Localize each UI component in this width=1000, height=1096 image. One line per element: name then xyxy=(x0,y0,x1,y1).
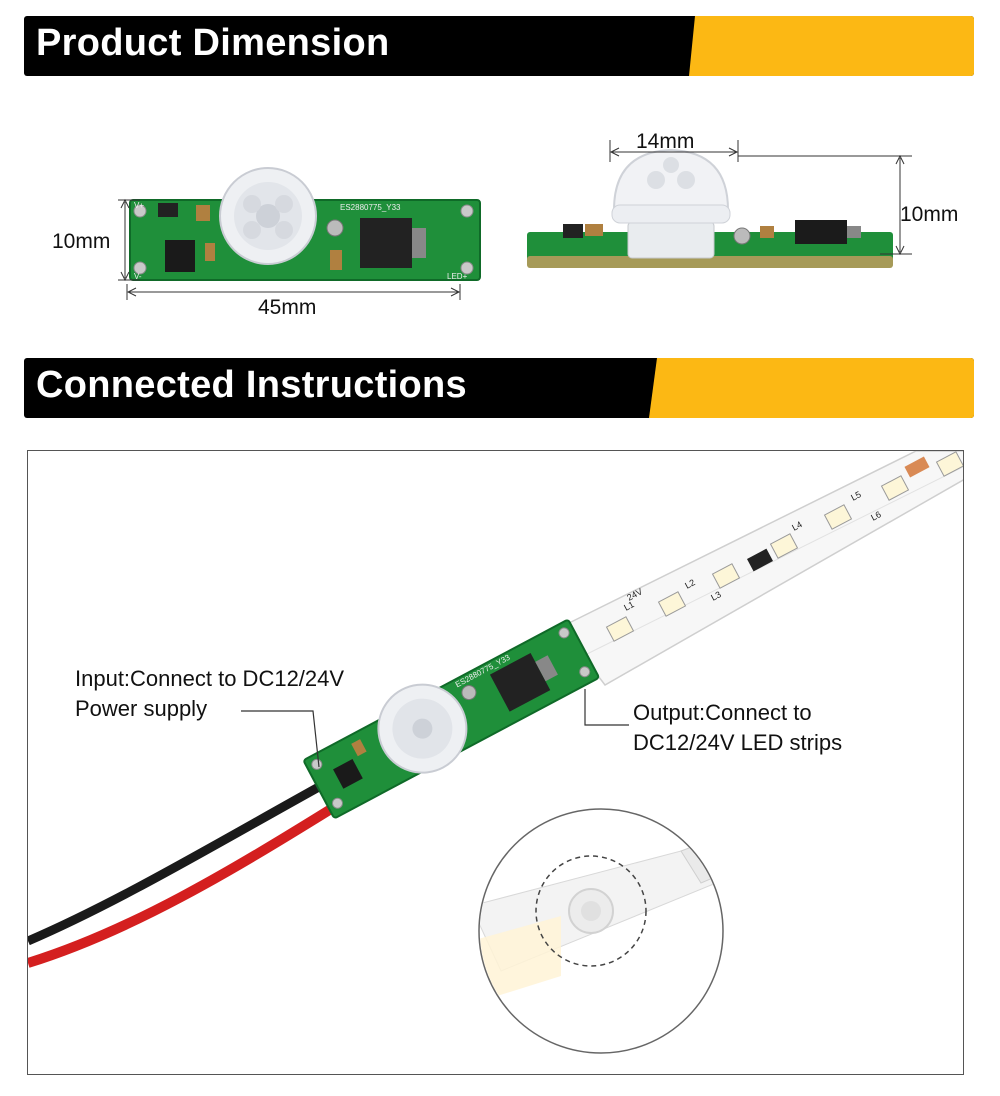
side-view-height-label: 10mm xyxy=(900,203,959,226)
svg-text:L2: L2 xyxy=(683,577,697,591)
output-instruction: Output:Connect to DC12/24V LED strips xyxy=(633,698,842,758)
sensor-board: ES2880775_Y33 xyxy=(303,619,600,819)
side-view-width-label: 14mm xyxy=(636,130,695,153)
power-wires xyxy=(28,779,334,968)
input-instruction-line2: Power supply xyxy=(75,696,208,721)
output-instruction-line2: DC12/24V LED strips xyxy=(633,730,843,755)
banner-accent xyxy=(689,16,974,76)
section-title-dimension: Product Dimension xyxy=(36,22,390,64)
svg-text:L1: L1 xyxy=(622,599,636,613)
dimension-drawings: ES2880775_Y33 V+ V- LED+ xyxy=(118,140,912,300)
top-view-length-dimension xyxy=(126,284,461,300)
connection-illustration-panel: L1 L2 L3 L4 L5 L6 24V ES2880775_Y33 xyxy=(27,450,964,1075)
svg-text:L4: L4 xyxy=(790,519,804,533)
top-view-board: ES2880775_Y33 V+ V- LED+ xyxy=(129,167,481,281)
banner-accent xyxy=(649,358,974,418)
input-instruction-line1: Input:Connect to DC12/24V xyxy=(75,666,345,691)
side-view-height-dimension xyxy=(738,154,912,256)
section-banner-dimension: Product Dimension xyxy=(24,16,974,76)
callout-lines xyxy=(241,689,629,768)
svg-text:LED+: LED+ xyxy=(447,272,468,281)
svg-text:L5: L5 xyxy=(849,489,863,503)
svg-text:V-: V- xyxy=(134,272,142,281)
svg-text:ES2880775_Y33: ES2880775_Y33 xyxy=(340,203,401,212)
detail-magnifier xyxy=(478,808,724,1054)
top-view-length-label: 45mm xyxy=(258,296,317,319)
output-instruction-line1: Output:Connect to xyxy=(633,700,812,725)
svg-text:V+: V+ xyxy=(134,201,144,210)
input-instruction: Input:Connect to DC12/24V Power supply xyxy=(75,664,344,724)
section-banner-connection: Connected Instructions xyxy=(24,358,974,418)
side-view-width-dimension xyxy=(609,140,739,162)
side-view-board xyxy=(527,148,893,268)
connection-illustration: L1 L2 L3 L4 L5 L6 24V ES2880775_Y33 xyxy=(28,451,963,1054)
top-view-height-label: 10mm xyxy=(52,230,111,253)
section-title-connection: Connected Instructions xyxy=(36,364,467,406)
top-view-height-dimension xyxy=(118,198,140,282)
svg-text:L3: L3 xyxy=(709,589,723,603)
svg-text:L6: L6 xyxy=(869,509,883,523)
led-strip: L1 L2 L3 L4 L5 L6 24V xyxy=(559,451,963,686)
